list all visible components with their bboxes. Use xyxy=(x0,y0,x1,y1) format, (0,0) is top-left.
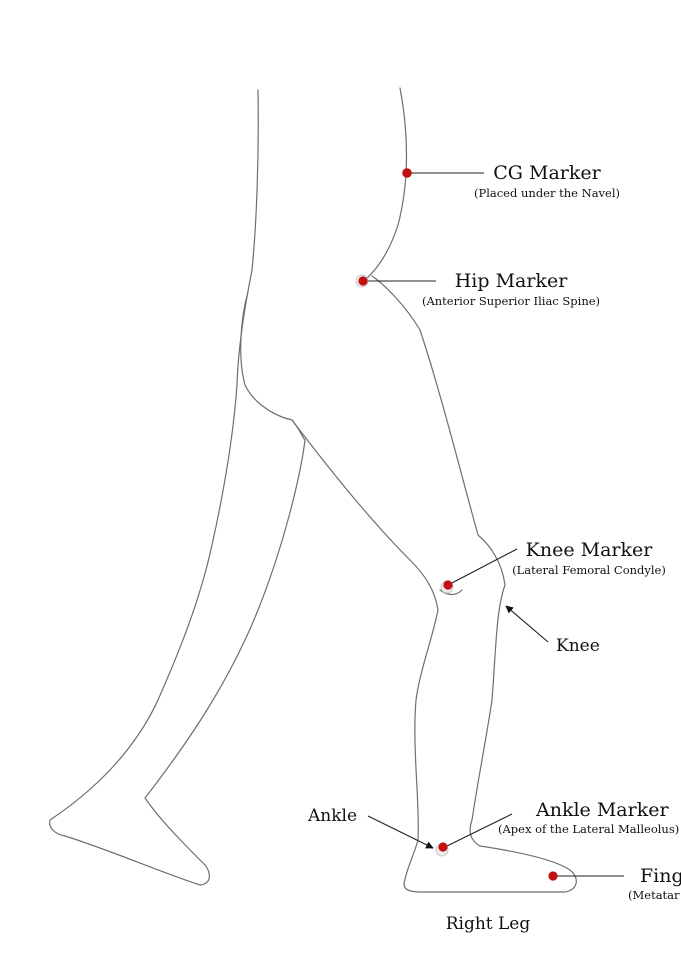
knee-label: Knee xyxy=(556,636,600,656)
ankle-label: Ankle xyxy=(307,806,357,826)
ankle-marker-title: Ankle Marker xyxy=(535,799,669,821)
hip-marker-subtitle: (Anterior Superior Iliac Spine) xyxy=(422,294,600,308)
knee-marker-subtitle: (Lateral Femoral Condyle) xyxy=(512,563,666,577)
diagram-caption: Right Leg xyxy=(446,914,531,934)
finger-marker-title: Finge xyxy=(640,865,681,887)
knee-marker-leader xyxy=(450,549,517,584)
abdomen-outline xyxy=(366,88,407,279)
ankle-marker-subtitle: (Apex of the Lateral Malleolus) xyxy=(498,822,679,836)
hip-marker-title: Hip Marker xyxy=(455,270,568,292)
cg-marker-dot xyxy=(402,168,412,178)
finger-marker-dot xyxy=(548,871,557,880)
knee-arrow xyxy=(506,606,548,642)
knee-marker-title: Knee Marker xyxy=(526,539,654,561)
ankle-marker-dot xyxy=(436,842,448,856)
hip-marker-dot xyxy=(356,275,368,287)
back-leg-outline xyxy=(50,90,305,885)
cg-marker-title: CG Marker xyxy=(493,162,601,184)
knee-marker-dot xyxy=(441,580,453,593)
front-leg-outline xyxy=(292,276,576,892)
finger-marker-subtitle: (Metatar xyxy=(628,888,680,902)
buttock-outline xyxy=(241,292,305,440)
cg-marker-subtitle: (Placed under the Navel) xyxy=(474,186,620,200)
ankle-arrow xyxy=(368,816,433,848)
